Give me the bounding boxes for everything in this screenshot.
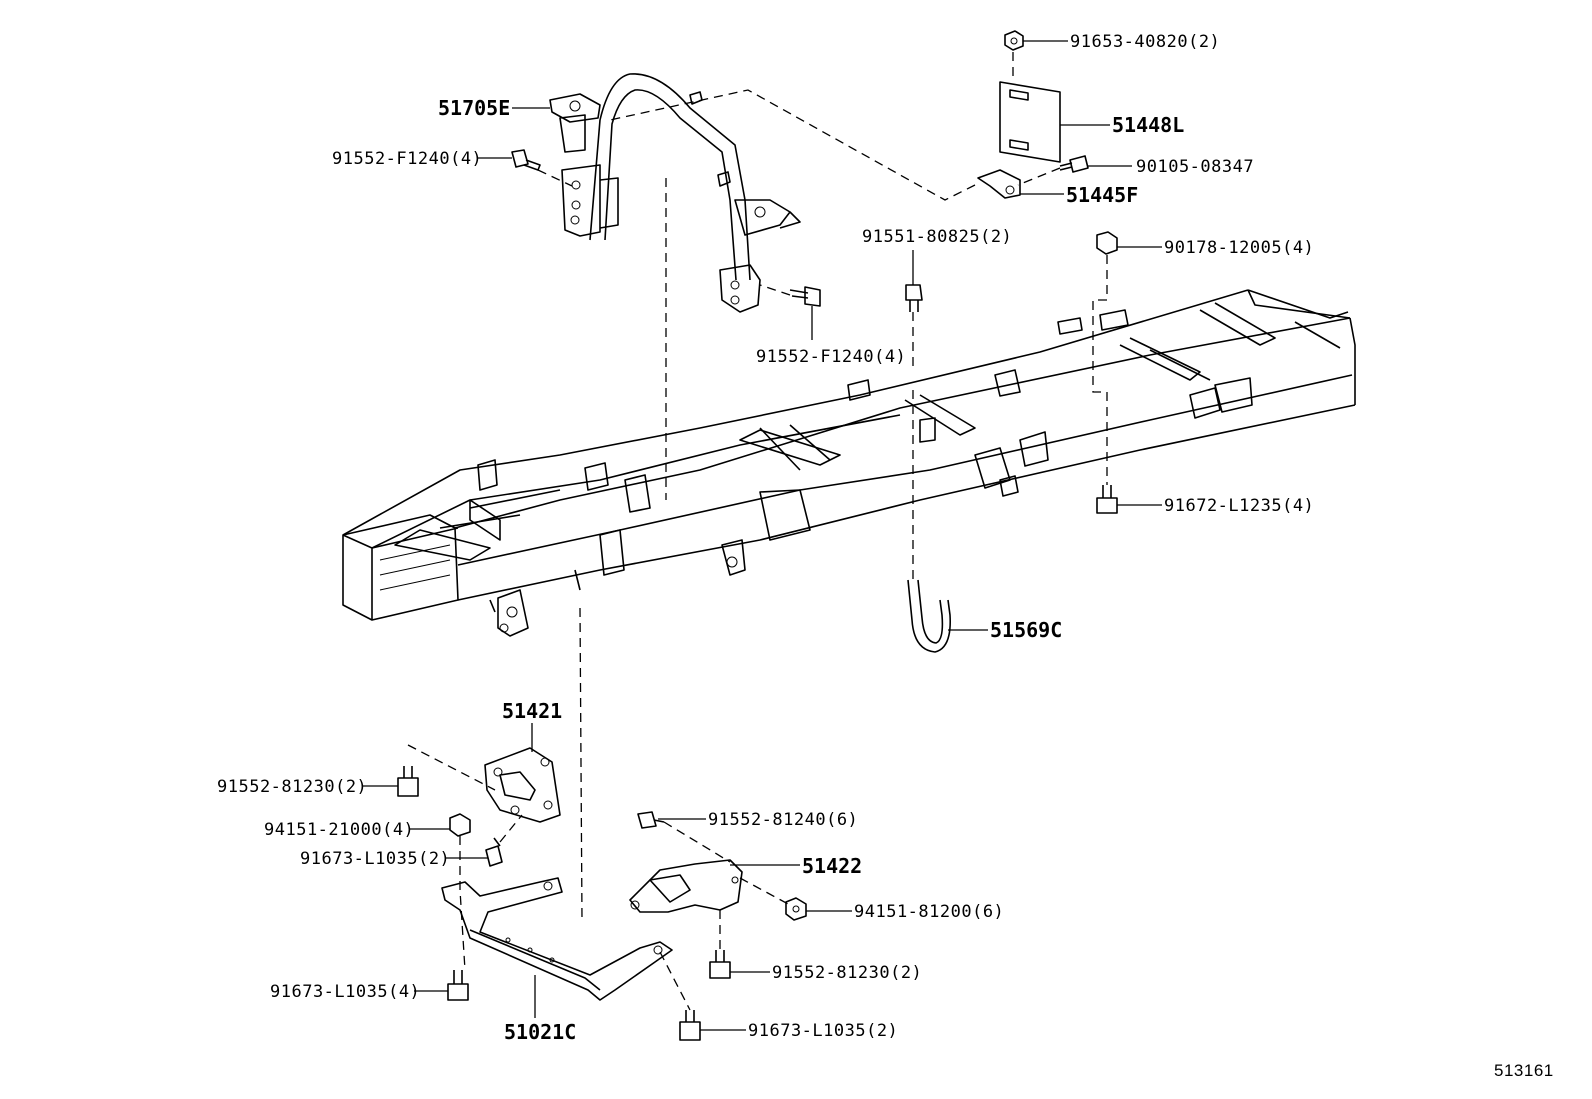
label-51569c: 51569C <box>990 618 1062 642</box>
frame-assembly <box>342 289 1356 637</box>
crossmember-51021c <box>441 877 673 1001</box>
label-94151-81200: 94151-81200(6) <box>854 902 1004 922</box>
bolt-91552-f1240-b <box>789 286 821 307</box>
label-91551-80825: 91551-80825(2) <box>862 227 1012 247</box>
nut-94151-21000 <box>449 813 471 837</box>
part-labels: 91653-40820(2) 51448L 90105-08347 51445F… <box>217 32 1554 1080</box>
roll-bar-51705e <box>549 73 801 313</box>
label-91552-f1240-a: 91552-F1240(4) <box>332 149 482 169</box>
label-91552-f1240-b: 91552-F1240(4) <box>756 347 906 367</box>
label-51445f: 51445F <box>1066 183 1138 207</box>
label-91552-81230-a: 91552-81230(2) <box>217 777 367 797</box>
bolt-91552-81240 <box>637 811 665 829</box>
clamp-51569c <box>907 579 952 653</box>
bolt-91673-l1035-c <box>679 1010 701 1041</box>
assembly-lines <box>407 52 1108 1011</box>
bolt-91673-l1035-b <box>447 970 469 1001</box>
label-51705e: 51705E <box>438 96 510 120</box>
label-51448l: 51448L <box>1112 113 1184 137</box>
leader-lines <box>362 40 1162 1031</box>
bracket-51445f <box>977 169 1021 199</box>
plate-51448l <box>999 81 1061 163</box>
label-91653-40820: 91653-40820(2) <box>1070 32 1220 52</box>
nut-90178-12005 <box>1096 231 1118 255</box>
label-51421: 51421 <box>502 699 562 723</box>
label-51021c: 51021C <box>504 1020 576 1044</box>
nut-94151-81200 <box>785 897 807 921</box>
label-91673-l1035-b: 91673-L1035(4) <box>270 982 420 1002</box>
bolt-91551-80825 <box>905 284 923 312</box>
label-51422: 51422 <box>802 854 862 878</box>
bolt-91552-f1240-a <box>511 149 541 171</box>
label-94151-21000: 94151-21000(4) <box>264 820 414 840</box>
bolt-91672-l1235 <box>1096 485 1118 514</box>
bolt-91552-81230-a <box>397 766 419 797</box>
label-90105-08347: 90105-08347 <box>1136 157 1254 177</box>
bracket-51421 <box>484 747 561 823</box>
bolt-91552-81230-b <box>709 950 731 979</box>
nut-91653-40820 <box>1004 30 1024 51</box>
label-90178-12005: 90178-12005(4) <box>1164 238 1314 258</box>
label-91552-81230-b: 91552-81230(2) <box>772 963 922 983</box>
bolt-90105-08347 <box>1059 155 1089 173</box>
label-91672-l1235: 91672-L1235(4) <box>1164 496 1314 516</box>
bracket-51422 <box>629 859 743 913</box>
bolt-91673-l1035-a <box>485 837 503 867</box>
label-91552-81240: 91552-81240(6) <box>708 810 858 830</box>
label-91673-l1035-a: 91673-L1035(2) <box>300 849 450 869</box>
figure-id: 513161 <box>1494 1061 1554 1080</box>
label-91673-l1035-c: 91673-L1035(2) <box>748 1021 898 1041</box>
